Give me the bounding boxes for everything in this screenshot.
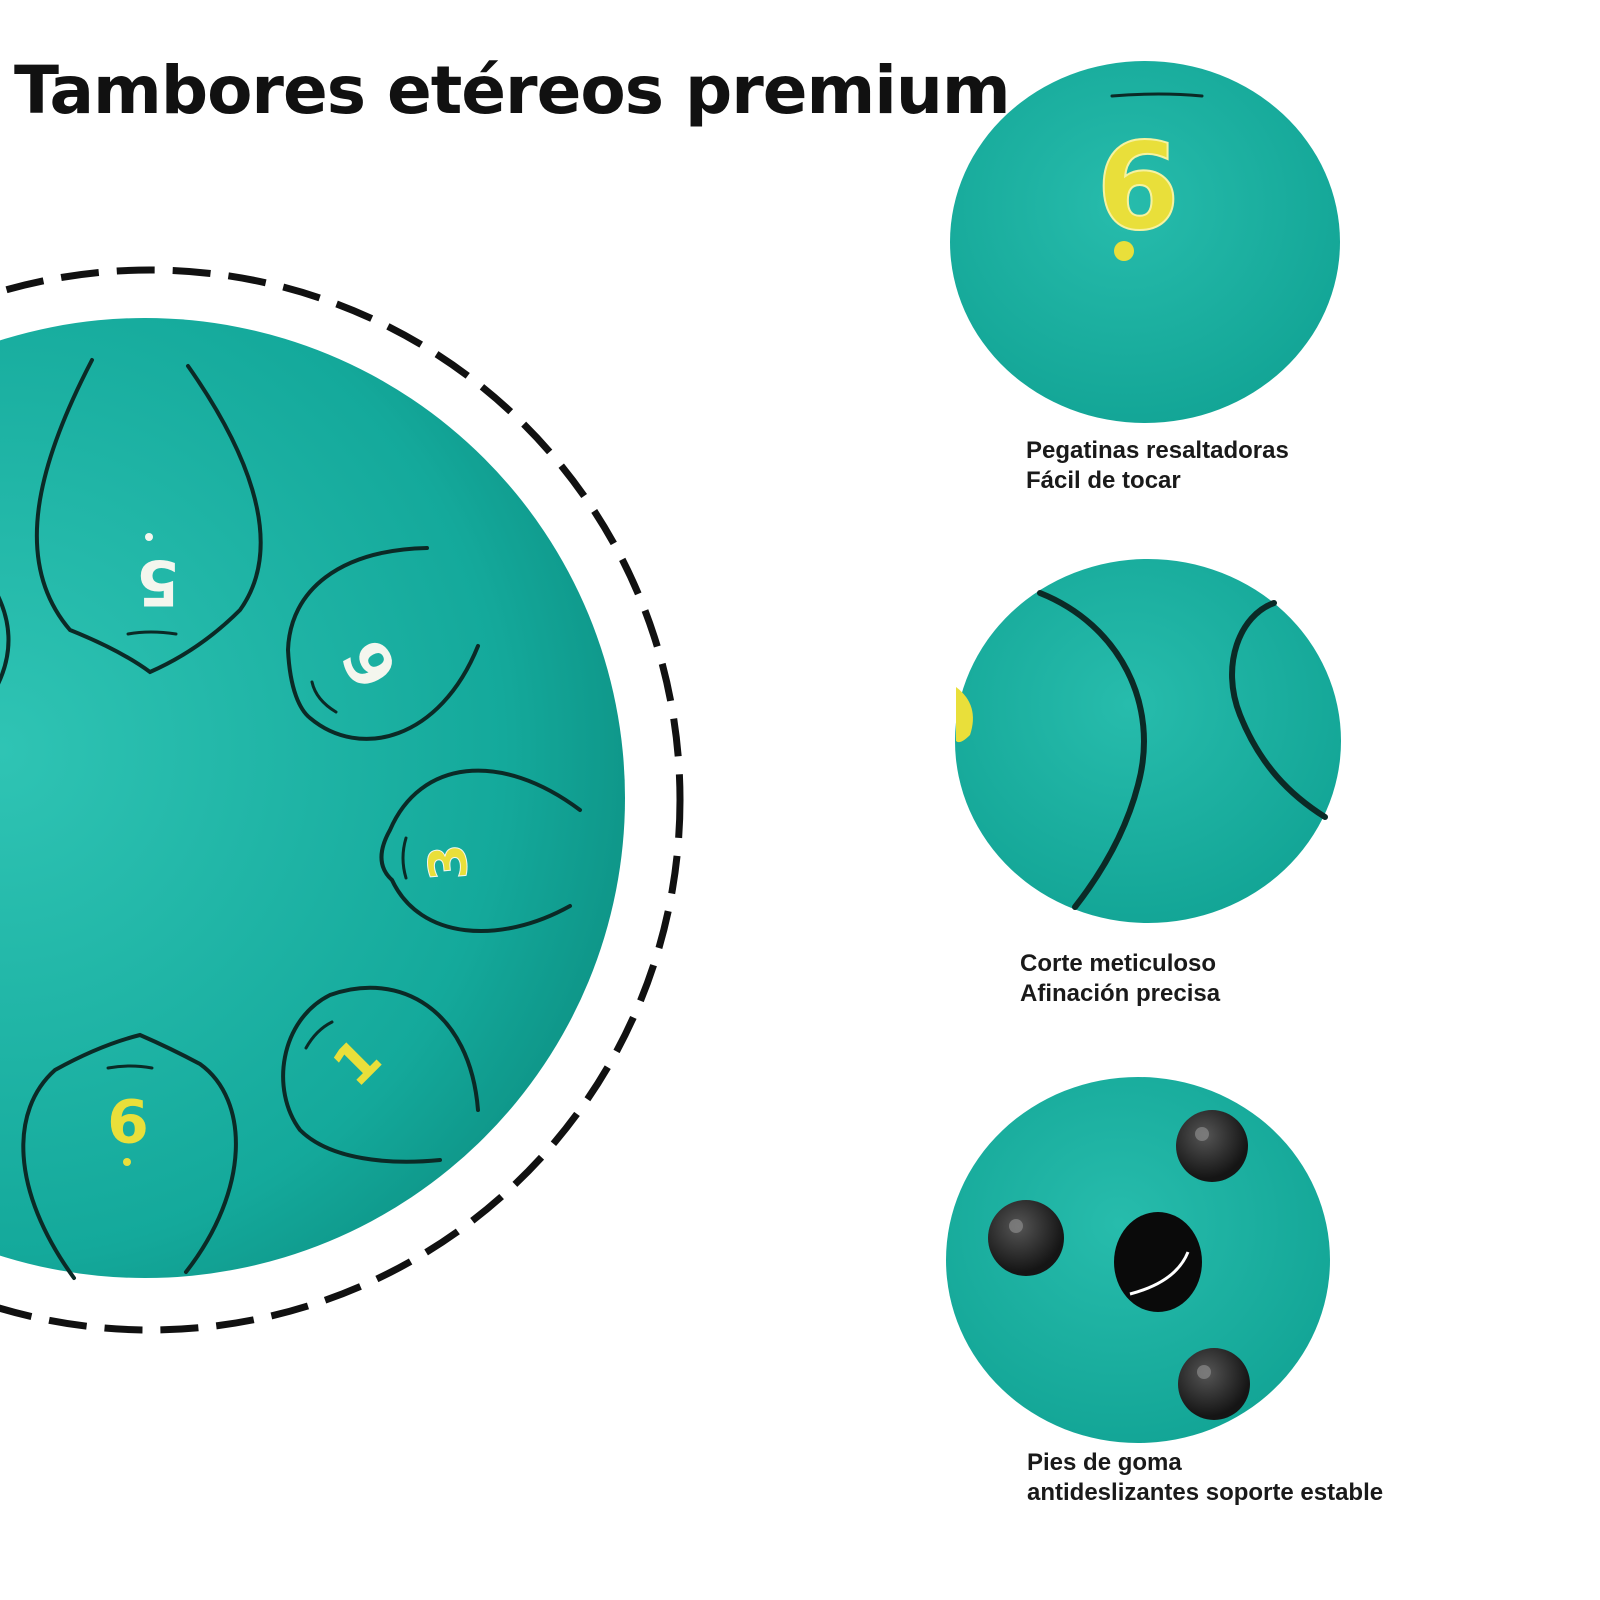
feature-rubber-feet-line2: antideslizantes soporte estable [1027,1479,1384,1506]
rubber-foot [1176,1110,1248,1182]
tongue-6-upper [285,546,480,741]
tongue-3 [379,768,582,934]
dashed-outline [0,266,684,1334]
feature-rubber-feet-image [946,1077,1330,1443]
rubber-foot [1178,1348,1250,1420]
feature-stickers-line2: Fácil de tocar [1026,467,1181,494]
feature-cut-line1: Corte meticuloso [1020,950,1217,977]
rubber-foot [988,1200,1064,1276]
feature-stickers-image: 6 [950,61,1340,423]
tongue-left-edge [0,595,11,685]
feature-cut-image [955,559,1341,923]
feature-rubber-feet-line1: Pies de goma [1027,1449,1182,1476]
feature-stickers-line1: Pegatinas resaltadoras [1026,437,1289,464]
tongue-6-lower [21,1032,238,1280]
sticker-note-6: 6 [1096,119,1180,258]
tongue-1 [281,985,480,1164]
note-label-6-lower: 6 [107,1088,149,1158]
feature-cut-line2: Afinación precisa [1020,980,1221,1007]
feature-stickers-caption: Pegatinas resaltadoras Fácil de tocar [1026,436,1360,496]
note-label-3: 3 [418,842,481,883]
drum-body [0,318,625,1278]
feature-rubber-feet: Pies de goma antideslizantes soporte est… [940,1070,1384,1508]
feature-stickers: 6 Pegatinas resaltadoras Fácil de tocar [940,58,1360,496]
tongue-5 [34,358,263,675]
sound-hole [1114,1212,1202,1312]
main-drum-image: 5 6 3 1 6 [0,230,720,1380]
feature-cut-caption: Corte meticuloso Afinación precisa [1020,949,1360,1009]
note-label-5: 5 [136,546,179,619]
feature-cut: Corte meticuloso Afinación precisa [940,555,1360,1009]
page-title: Tambores etéreos premium [14,52,1011,129]
feature-rubber-feet-caption: Pies de goma antideslizantes soporte est… [1027,1448,1384,1508]
